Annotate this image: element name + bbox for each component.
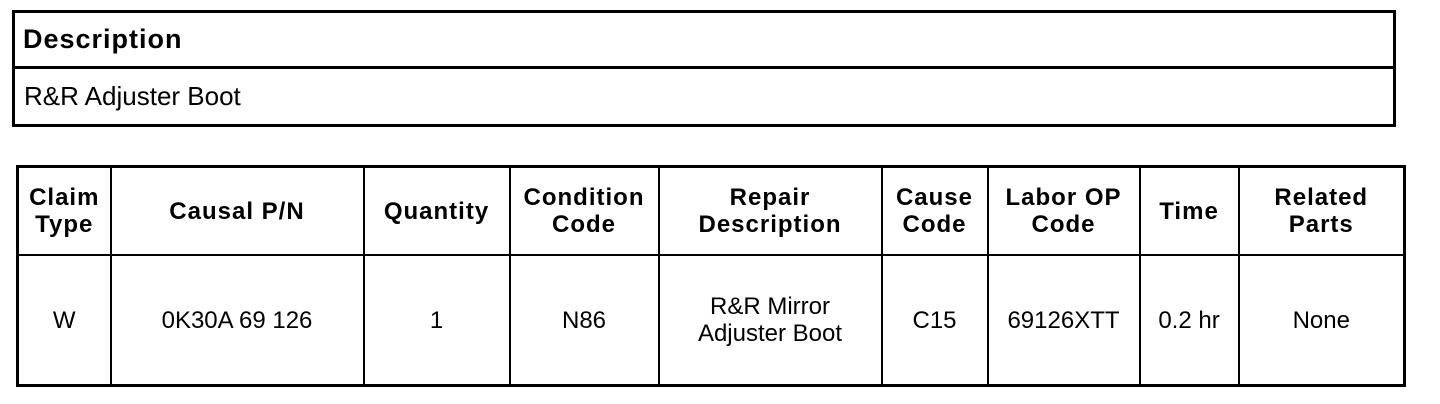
cell-related-parts: None	[1237, 254, 1406, 387]
cell-condition-code: N86	[508, 254, 660, 387]
header-condition-code: Condition Code	[508, 165, 660, 256]
cell-labor-op-code: 69126XTT	[986, 254, 1141, 387]
description-header: Description	[15, 13, 1393, 69]
cell-quantity: 1	[362, 254, 511, 387]
header-cause-code: Cause Code	[880, 165, 989, 256]
table-row: W 0K30A 69 126 1 N86 R&R Mirror Adjuster…	[16, 254, 1406, 387]
cell-causal-pn: 0K30A 69 126	[109, 254, 365, 387]
header-labor-op-code: Labor OP Code	[986, 165, 1141, 256]
header-quantity: Quantity	[362, 165, 511, 256]
header-claim-type: Claim Type	[16, 165, 112, 256]
cell-repair-description: R&R Mirror Adjuster Boot	[657, 254, 883, 387]
header-related-parts: Related Parts	[1237, 165, 1406, 256]
cell-cause-code: C15	[880, 254, 989, 387]
table-header-row: Claim Type Causal P/N Quantity Condition…	[16, 165, 1406, 256]
header-time: Time	[1138, 165, 1240, 256]
description-text: R&R Adjuster Boot	[24, 81, 241, 111]
cell-claim-type: W	[16, 254, 112, 387]
description-box: Description R&R Adjuster Boot	[12, 10, 1396, 127]
header-causal-pn: Causal P/N	[109, 165, 365, 256]
claim-table: Claim Type Causal P/N Quantity Condition…	[16, 165, 1406, 387]
header-repair-description: Repair Description	[657, 165, 883, 256]
cell-time: 0.2 hr	[1138, 254, 1240, 387]
